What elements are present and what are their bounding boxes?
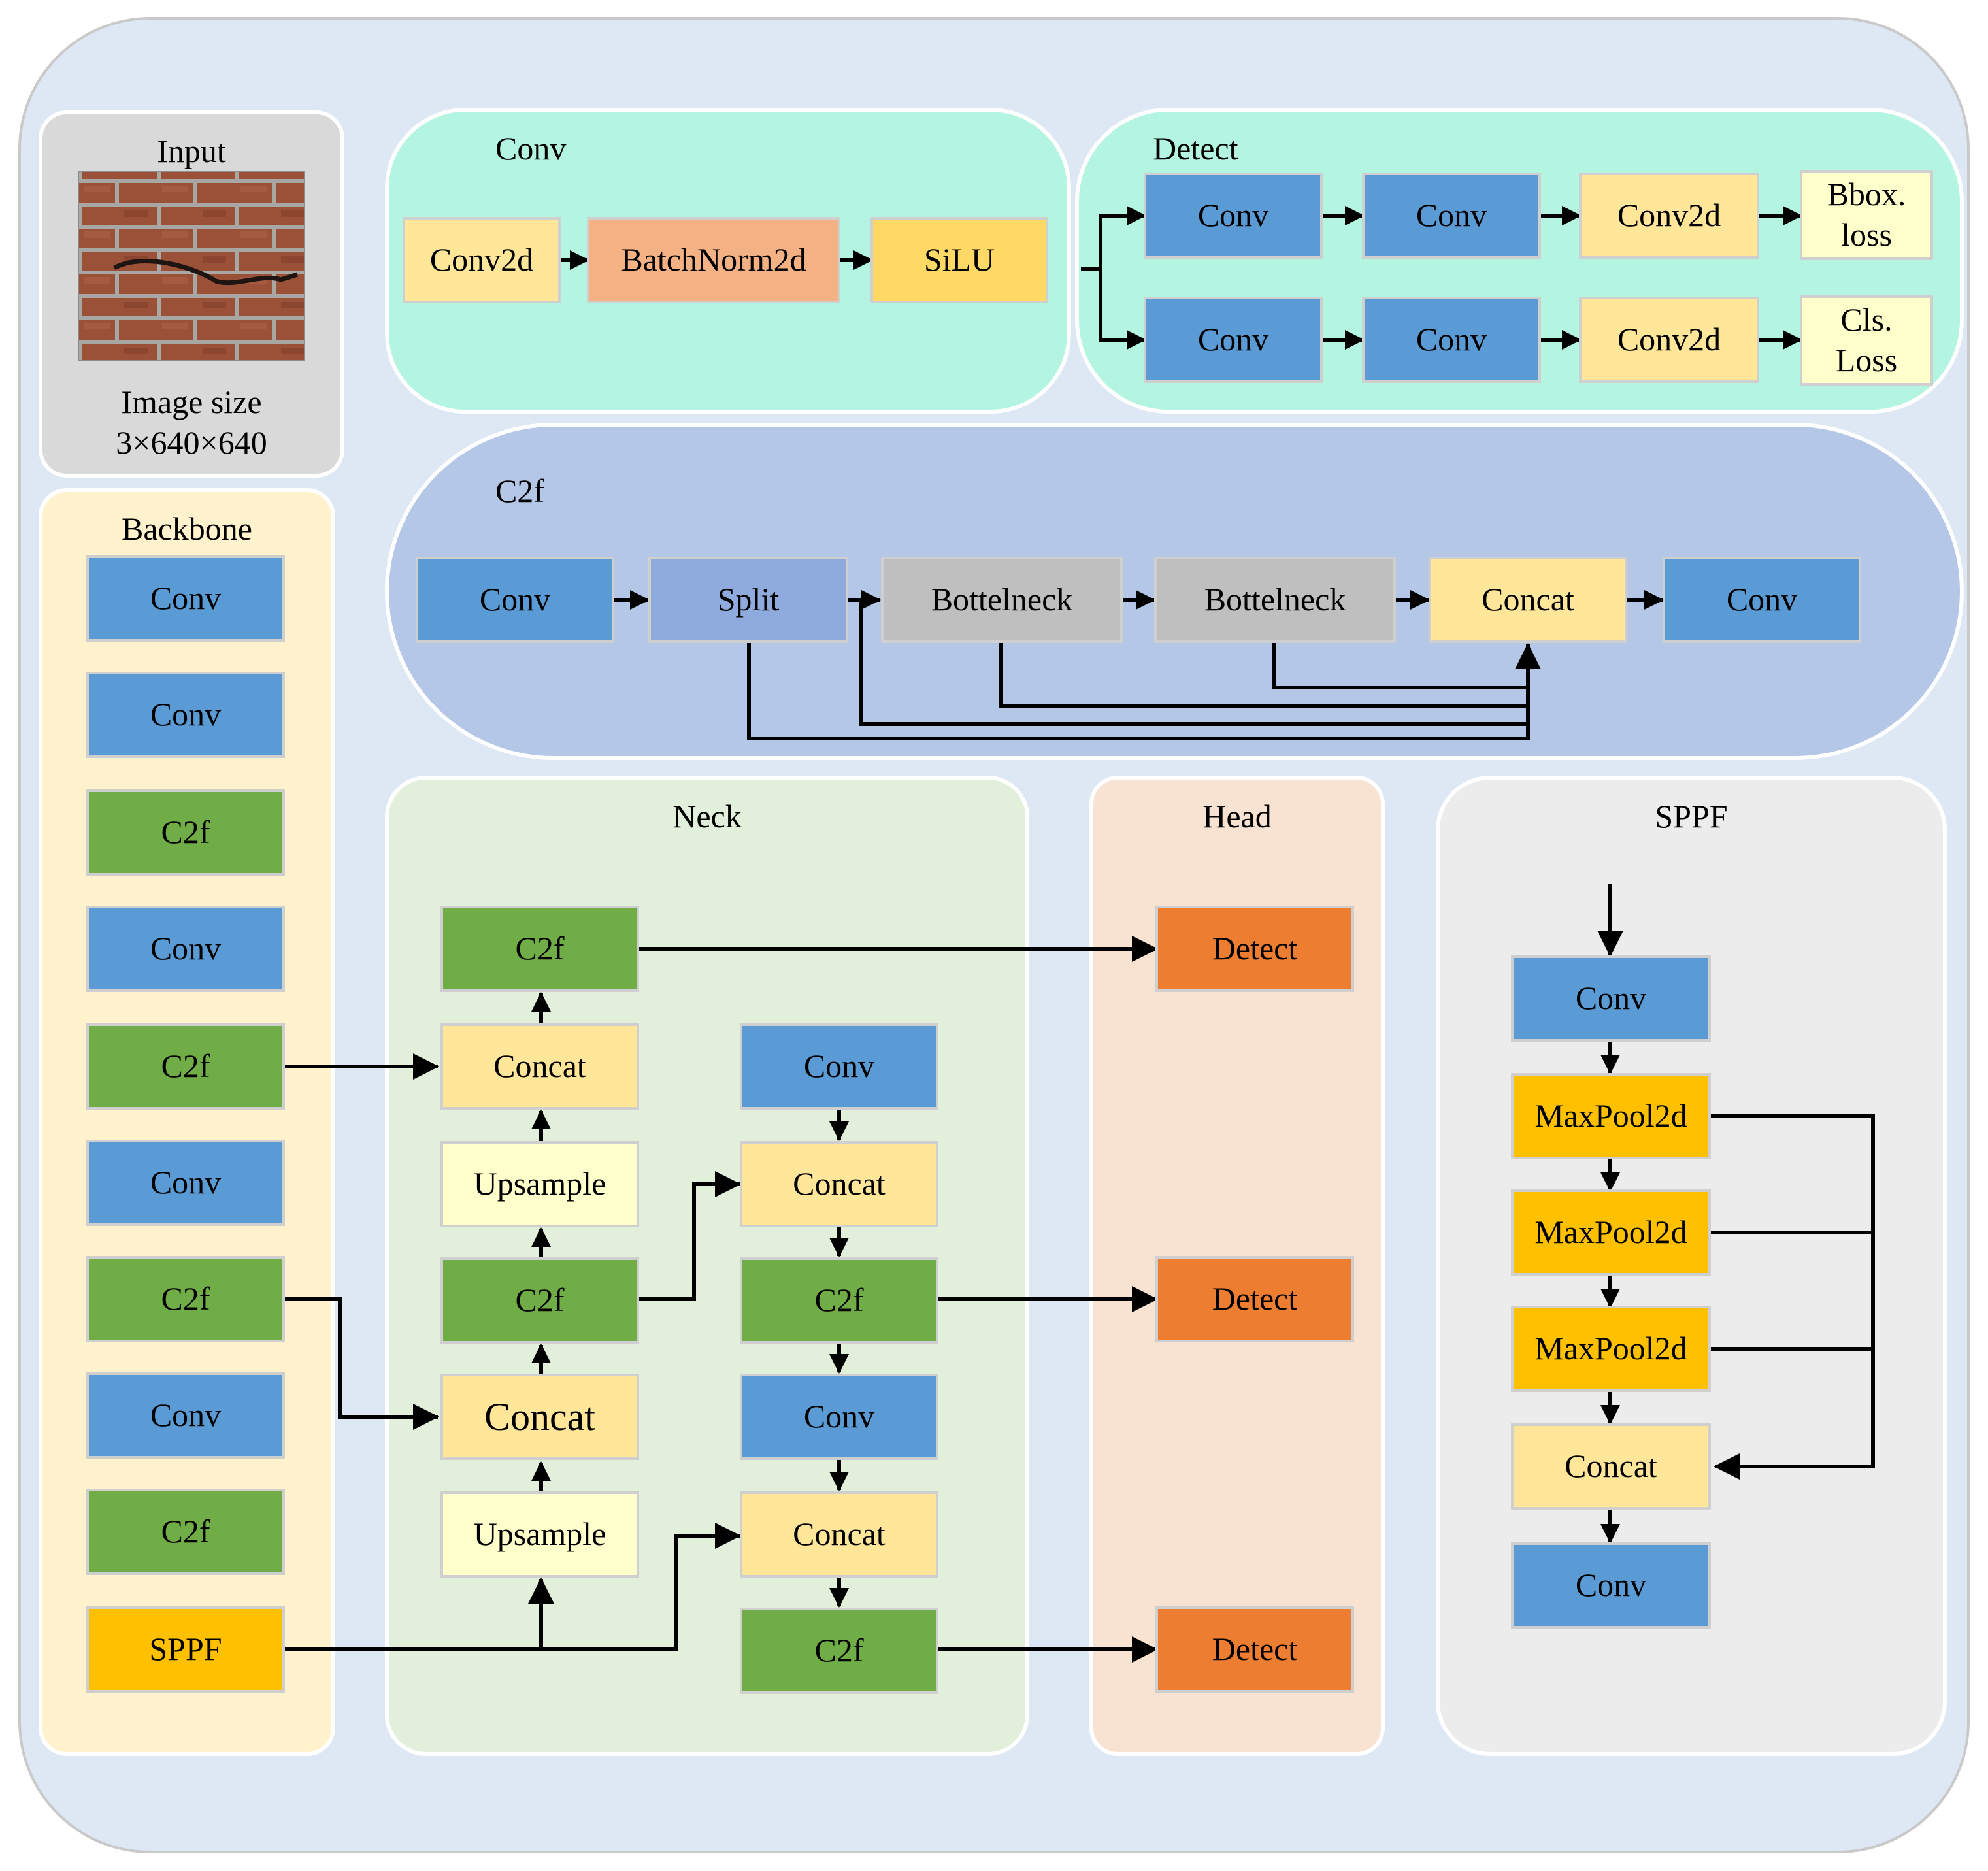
sppf-block-maxpool-2: MaxPool2d	[1534, 1214, 1687, 1250]
backbone-block-8: Conv	[150, 1397, 221, 1433]
c2f-panel-title: C2f	[495, 472, 544, 509]
detect-r1-conv2d: Conv2d	[1617, 197, 1721, 233]
sppf-block-maxpool-1: MaxPool2d	[1534, 1097, 1687, 1134]
edge-backbone-c2f3-neck-concat	[284, 1297, 439, 1430]
neck-right-c2f-bottom: C2f	[815, 1632, 864, 1668]
detect-r1-conv-1: Conv	[1198, 197, 1268, 233]
backbone-block-6: Conv	[150, 1164, 221, 1200]
neck-right-concat-top: Concat	[793, 1165, 886, 1202]
neck-right-concat-bottom: Concat	[793, 1515, 886, 1552]
backbone-block-10: SPPF	[149, 1631, 222, 1667]
neck-right-blocks: Conv Concat C2f Conv Concat C2f	[740, 1023, 938, 1694]
detect-cls-loss-line2: Loss	[1836, 342, 1897, 378]
detect-panel-blocks: Conv Conv Conv2d Bbox. loss Conv Conv Co…	[1144, 170, 1933, 386]
detect-panel-title: Detect	[1153, 130, 1238, 167]
backbone-block-5: C2f	[161, 1048, 210, 1084]
detect-cls-loss-line1: Cls.	[1840, 301, 1892, 338]
backbone-blocks: Conv Conv C2f Conv C2f Conv C2f Conv C2f…	[86, 555, 285, 1693]
neck-right-conv-bottom: Conv	[804, 1398, 874, 1434]
backbone-block-7: C2f	[161, 1280, 210, 1317]
neck-title: Neck	[672, 798, 742, 835]
detect-r2-conv-2: Conv	[1416, 321, 1487, 357]
backbone-title: Backbone	[122, 510, 252, 547]
brick-wall-crack-photo	[78, 171, 305, 361]
edge-c2f-skip-split	[747, 640, 1541, 740]
image-size-value: 3×640×640	[116, 424, 267, 461]
detect-bbox-loss-line2: loss	[1841, 216, 1892, 253]
sppf-block-conv-in: Conv	[1576, 980, 1646, 1016]
sppf-block-concat: Concat	[1565, 1448, 1657, 1484]
head-detect-1: Detect	[1212, 930, 1298, 967]
backbone-block-1: Conv	[150, 580, 221, 616]
neck-right-conv-top: Conv	[804, 1048, 874, 1084]
backbone-block-3: C2f	[161, 814, 210, 850]
head-detect-3: Detect	[1212, 1631, 1298, 1667]
c2f-block-split: Split	[718, 581, 780, 618]
neck-left-blocks: C2f Concat Upsample C2f Concat Upsample	[440, 906, 639, 1578]
c2f-block-conv-in: Conv	[480, 581, 550, 618]
conv-block-conv2d: Conv2d	[430, 241, 533, 278]
sppf-block-conv-out: Conv	[1576, 1566, 1646, 1603]
neck-left-upsample-top: Upsample	[474, 1165, 606, 1202]
image-size-label: Image size	[121, 384, 261, 420]
head-detect-2: Detect	[1212, 1280, 1298, 1317]
conv-block-silu: SiLU	[924, 241, 995, 278]
c2f-block-bottleneck-1: Bottelneck	[931, 581, 1073, 618]
edge-sppf-out	[284, 1523, 741, 1651]
neck-left-upsample-bottom: Upsample	[474, 1515, 606, 1552]
input-panel: Input Image size 3×640×640	[39, 110, 344, 478]
neck-left-concat-top: Concat	[493, 1048, 586, 1084]
edge-detect-split-lower	[1099, 269, 1146, 350]
edge-neck-c2f-right-concat	[638, 1171, 741, 1301]
sppf-blocks: Conv MaxPool2d MaxPool2d MaxPool2d Conca…	[1511, 955, 1711, 1629]
conv-block-batchnorm2d: BatchNorm2d	[621, 241, 806, 278]
backbone-block-9: C2f	[161, 1513, 210, 1549]
edge-c2f-skip-bottle1	[999, 640, 1528, 708]
head-title: Head	[1202, 798, 1272, 835]
edge-c2f-skip-mid	[859, 600, 1528, 726]
sppf-panel-title: SPPF	[1655, 798, 1727, 835]
detect-r2-conv-1: Conv	[1198, 321, 1268, 357]
conv-panel-title: Conv	[495, 130, 566, 167]
head-blocks: Detect Detect Detect	[1155, 906, 1354, 1693]
detect-r2-conv2d: Conv2d	[1617, 321, 1721, 357]
c2f-panel-blocks: Conv Split Bottelneck Bottelneck Concat …	[416, 557, 1861, 643]
conv-panel-blocks: Conv2d BatchNorm2d SiLU	[403, 217, 1048, 303]
c2f-block-bottleneck-2: Bottelneck	[1204, 581, 1346, 618]
neck-left-concat-bottom: Concat	[484, 1395, 595, 1438]
backbone-block-2: Conv	[150, 696, 221, 733]
backbone-block-4: Conv	[150, 930, 221, 967]
edges	[284, 206, 1875, 1663]
c2f-block-concat: Concat	[1482, 581, 1574, 618]
neck-left-c2f-mid: C2f	[516, 1282, 565, 1318]
sppf-block-maxpool-3: MaxPool2d	[1534, 1330, 1687, 1366]
detect-r1-conv-2: Conv	[1416, 197, 1487, 233]
edge-c2f-skip-bottle2	[1272, 640, 1528, 689]
input-title: Input	[157, 133, 226, 169]
neck-right-c2f-mid: C2f	[815, 1282, 864, 1318]
neck-left-c2f-top: C2f	[516, 930, 565, 967]
c2f-block-conv-out: Conv	[1727, 581, 1797, 618]
detect-bbox-loss-line1: Bbox.	[1827, 176, 1906, 212]
edge-sppf-mp1-concat	[1710, 1114, 1875, 1480]
edge-detect-split	[1081, 206, 1146, 271]
